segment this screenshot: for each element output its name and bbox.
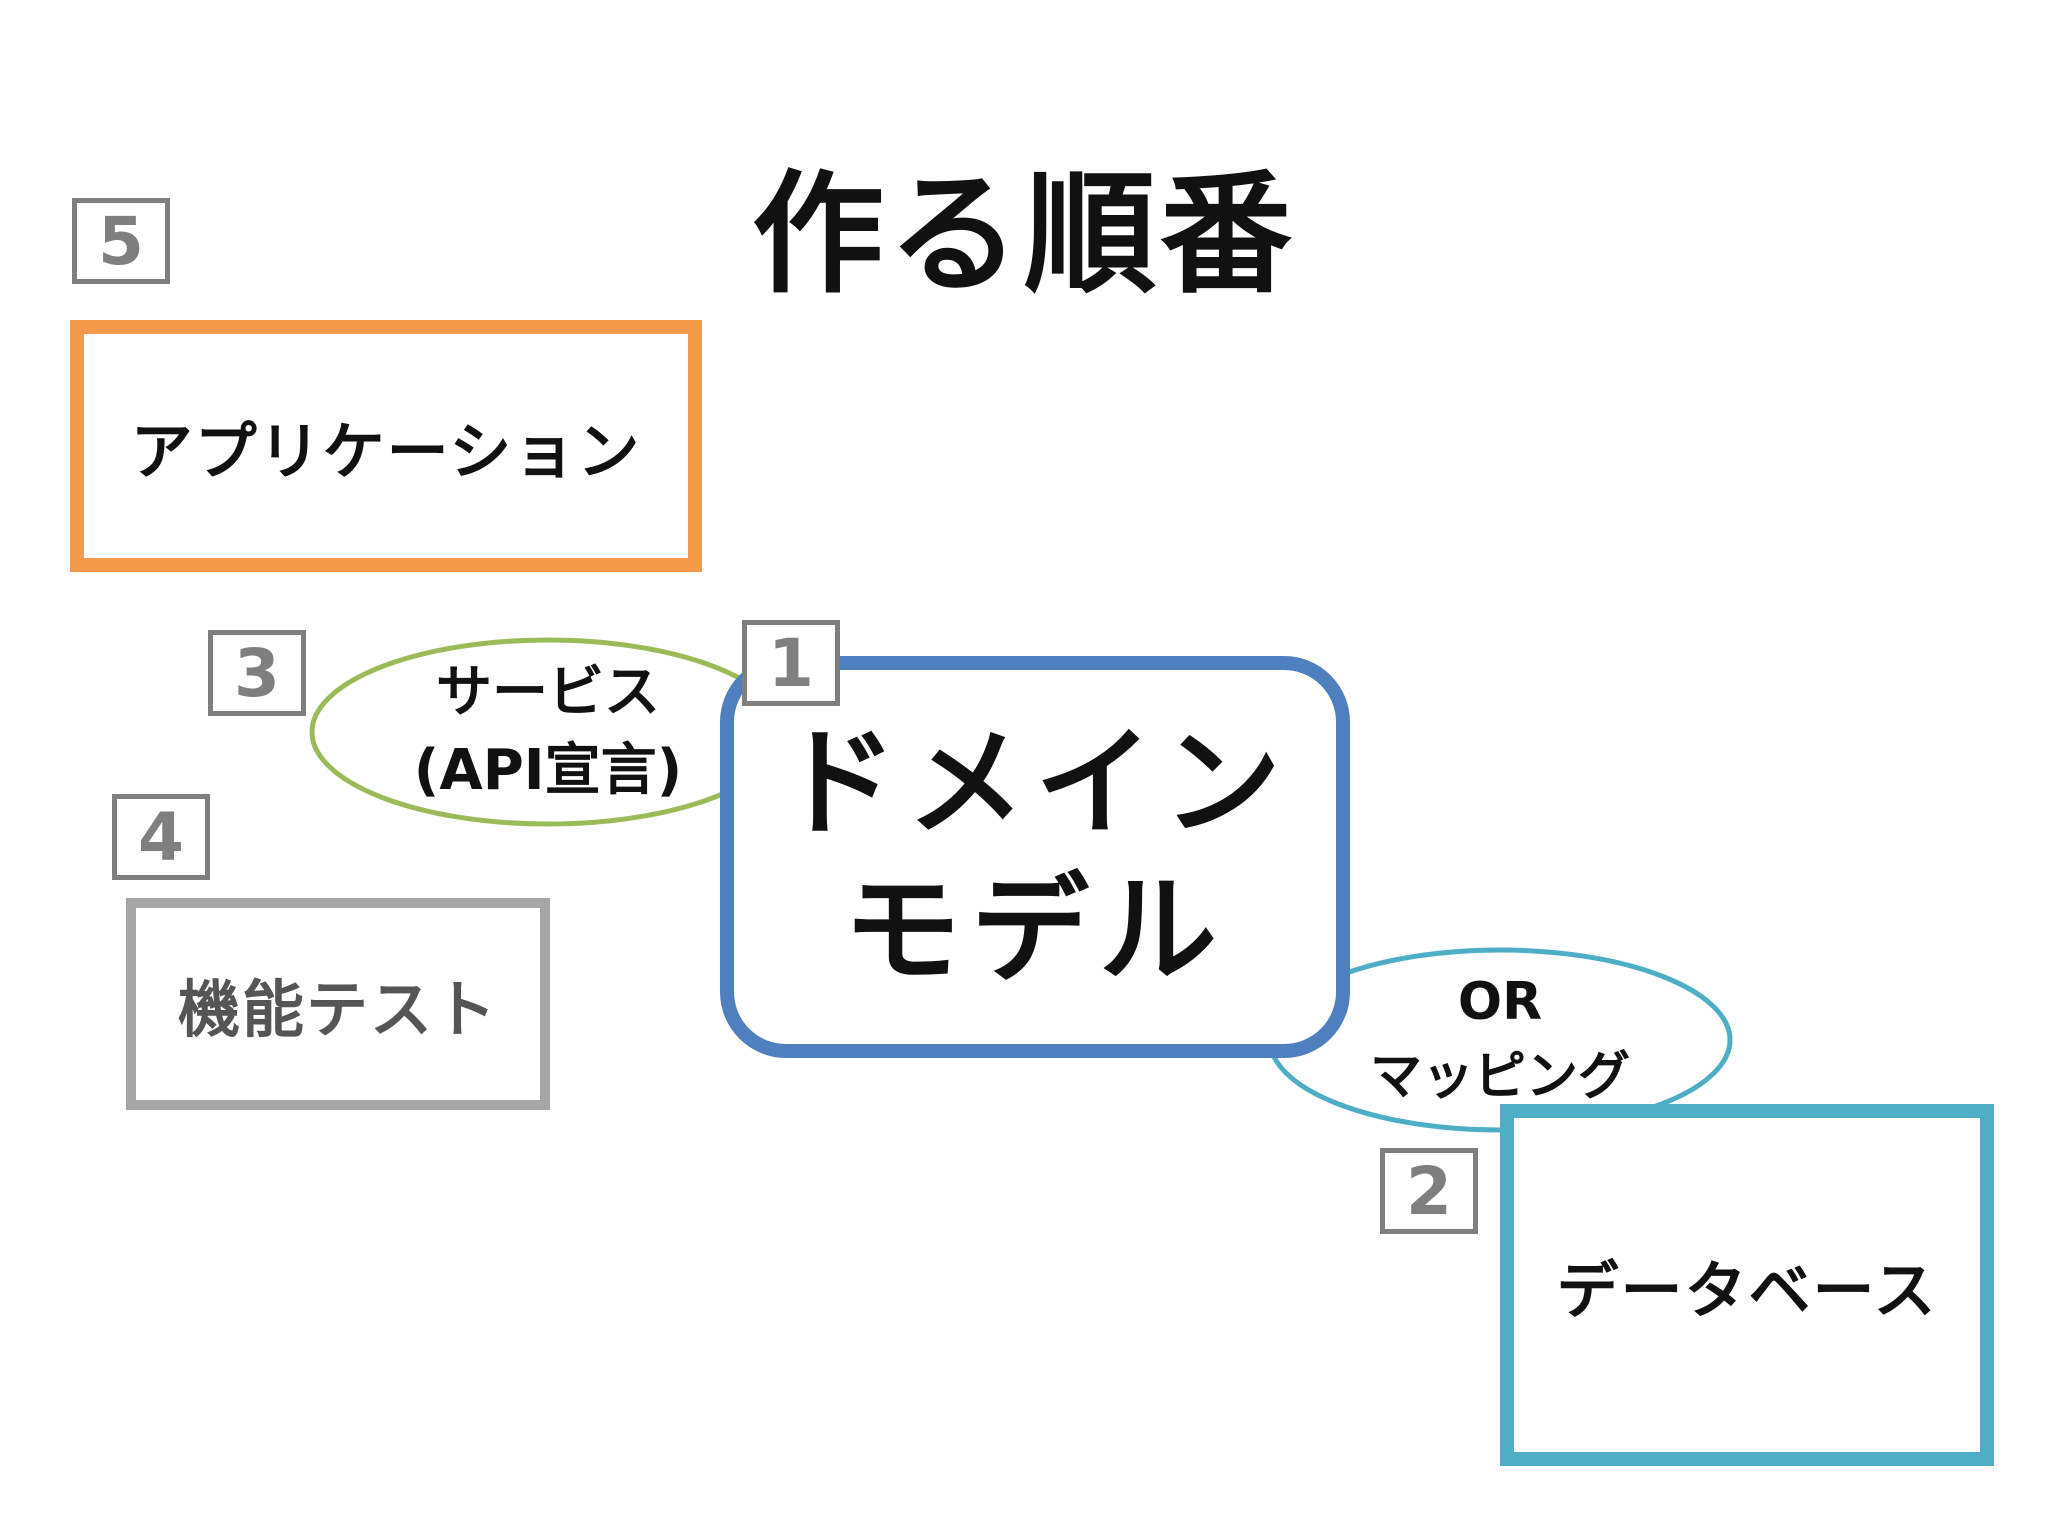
functional-test-box: 機能テスト (126, 898, 550, 1110)
functional-test-order-badge: 4 (112, 794, 210, 880)
application-order-badge: 5 (72, 198, 170, 284)
application-label: アプリケーション (130, 415, 642, 488)
page-title: 作る順番 (752, 158, 1296, 312)
domain-model-line2: モデル (842, 861, 1227, 999)
database-order-badge: 2 (1380, 1148, 1478, 1234)
service-api-label: (API宣言) (413, 738, 683, 803)
service-label: サービス (436, 659, 660, 725)
domain-model-box: ドメイン モデル (720, 656, 1350, 1058)
database-label: データベース (1556, 1254, 1938, 1327)
service-connector: サービス (API宣言) (312, 640, 784, 824)
mapping-label: マッピング (1369, 1047, 1630, 1107)
or-mapping-connector: OR マッピング (1270, 950, 1730, 1130)
service-order-badge: 3 (208, 630, 306, 716)
domain-model-line1: ドメイン (778, 713, 1291, 852)
functional-test-label: 機能テスト (177, 973, 498, 1046)
database-box: データベース (1500, 1104, 1994, 1466)
application-box: アプリケーション (70, 320, 702, 572)
or-label: OR (1457, 971, 1543, 1032)
domain-model-order-badge: 1 (742, 620, 840, 706)
